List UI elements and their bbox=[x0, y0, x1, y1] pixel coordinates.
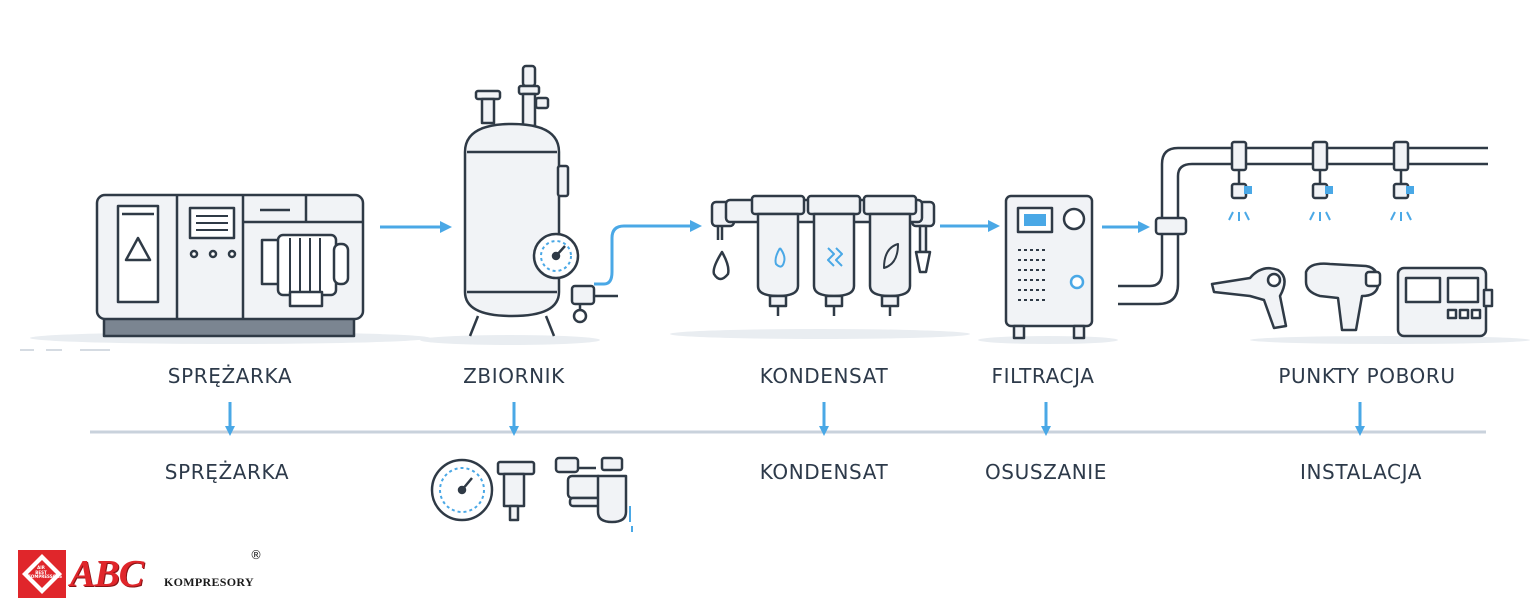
machine-icon bbox=[1396, 266, 1494, 338]
bottom-label-drying: OSUSZANIE bbox=[984, 460, 1108, 484]
logo-badge-text: AIR BEST COMPRESSORS bbox=[28, 565, 63, 580]
stage-label-compressor: SPRĘŻARKA bbox=[167, 364, 293, 388]
filter-3 bbox=[862, 194, 918, 316]
timeline bbox=[90, 402, 1486, 436]
impact-wrench-icon bbox=[1304, 262, 1382, 332]
filter-manifold-icon bbox=[710, 194, 936, 316]
outlet-2 bbox=[1309, 140, 1333, 221]
stage-label-tank: ZBIORNIK bbox=[463, 364, 565, 388]
logo-brand: ABC bbox=[70, 553, 144, 595]
stage-label-condensate: KONDENSAT bbox=[759, 364, 889, 388]
accessories-icon bbox=[430, 456, 633, 532]
bottom-label-condensate: KONDENSAT bbox=[759, 460, 889, 484]
stage-label-points: PUNKTY POBORU bbox=[1278, 364, 1456, 388]
piping-icon bbox=[1118, 140, 1488, 306]
logo-registered: ® bbox=[250, 548, 262, 562]
bottom-label-compressor: SPRĘŻARKA bbox=[164, 460, 290, 484]
abc-kompresory-logo: AIR BEST COMPRESSORS ABC KOMPRESORY ® bbox=[18, 548, 278, 604]
outlet-3 bbox=[1390, 140, 1414, 221]
dryer-icon bbox=[1004, 194, 1094, 340]
filter-2 bbox=[806, 194, 862, 316]
air-gun-icon bbox=[1210, 267, 1288, 330]
bottom-label-installation: INSTALACJA bbox=[1299, 460, 1423, 484]
logo-badge-icon bbox=[18, 550, 66, 598]
logo-subtitle: KOMPRESORY bbox=[164, 575, 254, 589]
air-tank-icon bbox=[463, 64, 618, 337]
compressor-icon bbox=[95, 193, 365, 338]
flow-arrows bbox=[380, 220, 1150, 286]
filter-1 bbox=[750, 194, 806, 316]
stage-label-filtration: FILTRACJA bbox=[991, 364, 1095, 388]
outlet-1 bbox=[1228, 140, 1252, 221]
